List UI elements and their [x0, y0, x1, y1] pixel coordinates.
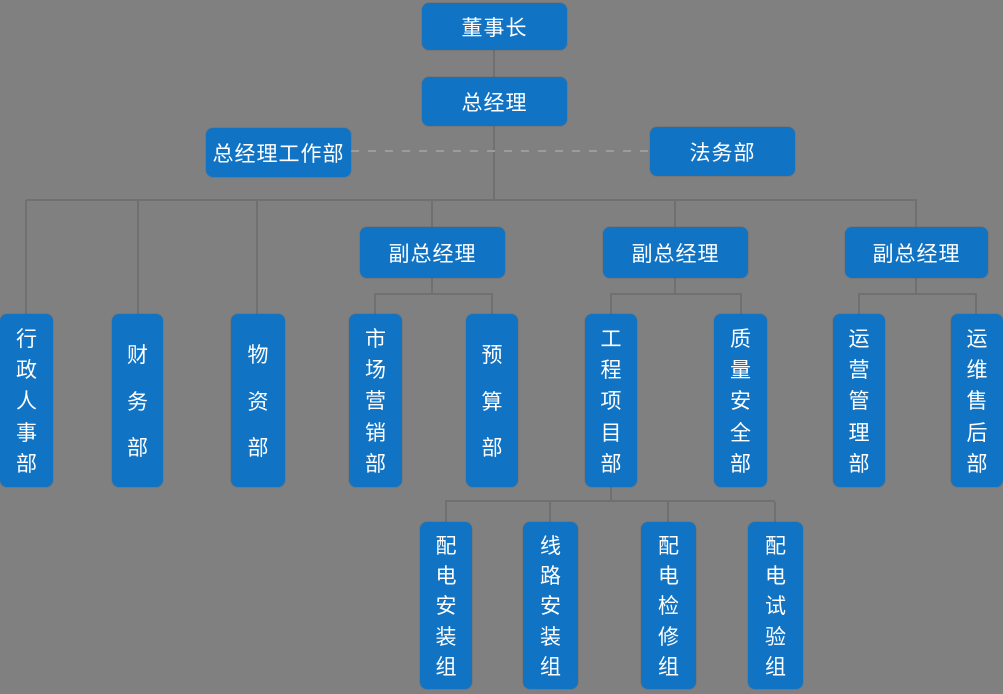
- drop-admin-hr: [25, 200, 27, 314]
- org-node-deputy-gm-1: 副总经理: [360, 227, 505, 278]
- org-node-label: 运维售后部: [966, 328, 988, 476]
- drop-team-4: [774, 502, 776, 522]
- org-node-label: 质量安全部: [730, 328, 751, 476]
- org-node-label: 工程项目部: [600, 328, 622, 476]
- drop-engineering-project: [610, 295, 612, 314]
- org-node-label: 线路安装组: [540, 535, 561, 679]
- org-node-label: 总经理工作部: [212, 142, 345, 166]
- drop-deputy-1: [431, 200, 433, 227]
- org-node-label: 配电安装组: [435, 535, 457, 679]
- org-node-dept-engineering-project: 工程项目部: [585, 314, 637, 487]
- org-node-general-manager: 总经理: [422, 77, 567, 126]
- edge-chairman-gm: [493, 50, 495, 78]
- org-node-team-line-install: 线路安装组: [523, 522, 578, 689]
- main-bus-line: [26, 199, 917, 201]
- drop-team-1: [445, 502, 447, 522]
- stub-deputy-2: [674, 278, 676, 295]
- org-node-deputy-gm-3: 副总经理: [845, 227, 988, 278]
- drop-deputy-2: [674, 200, 676, 227]
- org-node-label: 法务部: [689, 141, 756, 165]
- drop-team-2: [549, 502, 551, 522]
- org-node-label: 物资部: [247, 343, 269, 461]
- org-node-label: 总经理: [461, 91, 528, 115]
- org-node-gm-office: 总经理工作部: [206, 128, 351, 177]
- org-node-deputy-gm-2: 副总经理: [603, 227, 748, 278]
- drop-operations-mgmt: [858, 295, 860, 314]
- drop-budget: [491, 295, 493, 314]
- org-node-dept-quality-safety: 质量安全部: [714, 314, 767, 487]
- drop-om-aftersales: [975, 295, 977, 314]
- edge-gm-office-legal-dashed: [351, 150, 650, 152]
- org-node-label: 董事长: [461, 16, 528, 40]
- org-node-label: 财务部: [127, 343, 148, 461]
- org-node-dept-om-aftersales: 运维售后部: [951, 314, 1003, 487]
- org-node-label: 副总经理: [388, 242, 477, 266]
- org-node-chairman: 董事长: [422, 3, 567, 50]
- org-node-dept-budget: 预算部: [466, 314, 518, 487]
- drop-finance: [137, 200, 139, 314]
- bus-deputy-2: [610, 293, 742, 295]
- edge-gm-main-bus: [493, 126, 495, 200]
- stub-deputy-1: [431, 278, 433, 295]
- org-node-dept-admin-hr: 行政人事部: [0, 314, 53, 487]
- org-node-dept-materials: 物资部: [231, 314, 285, 487]
- org-node-label: 配电试验组: [765, 535, 786, 679]
- stub-engineering-teams: [610, 487, 612, 502]
- org-node-legal-dept: 法务部: [650, 127, 795, 176]
- org-node-team-distribution-maintenance: 配电检修组: [641, 522, 696, 689]
- org-node-team-distribution-install: 配电安装组: [420, 522, 472, 689]
- drop-deputy-3: [915, 200, 917, 227]
- drop-quality-safety: [740, 295, 742, 314]
- drop-materials: [256, 200, 258, 314]
- bus-deputy-3: [858, 293, 977, 295]
- bus-deputy-1: [374, 293, 493, 295]
- org-node-team-distribution-testing: 配电试验组: [748, 522, 803, 689]
- org-node-label: 配电检修组: [658, 535, 679, 679]
- drop-team-3: [667, 502, 669, 522]
- org-node-label: 副总经理: [631, 242, 720, 266]
- org-node-label: 预算部: [481, 343, 503, 461]
- drop-marketing: [374, 295, 376, 314]
- org-node-label: 运营管理部: [848, 328, 870, 476]
- org-node-label: 行政人事部: [16, 328, 37, 476]
- org-node-dept-marketing: 市场营销部: [349, 314, 402, 487]
- org-node-dept-finance: 财务部: [112, 314, 163, 487]
- org-node-label: 市场营销部: [365, 328, 386, 476]
- stub-deputy-3: [915, 278, 917, 295]
- bus-teams: [445, 500, 775, 502]
- org-node-label: 副总经理: [872, 242, 961, 266]
- org-node-dept-operations-mgmt: 运营管理部: [833, 314, 885, 487]
